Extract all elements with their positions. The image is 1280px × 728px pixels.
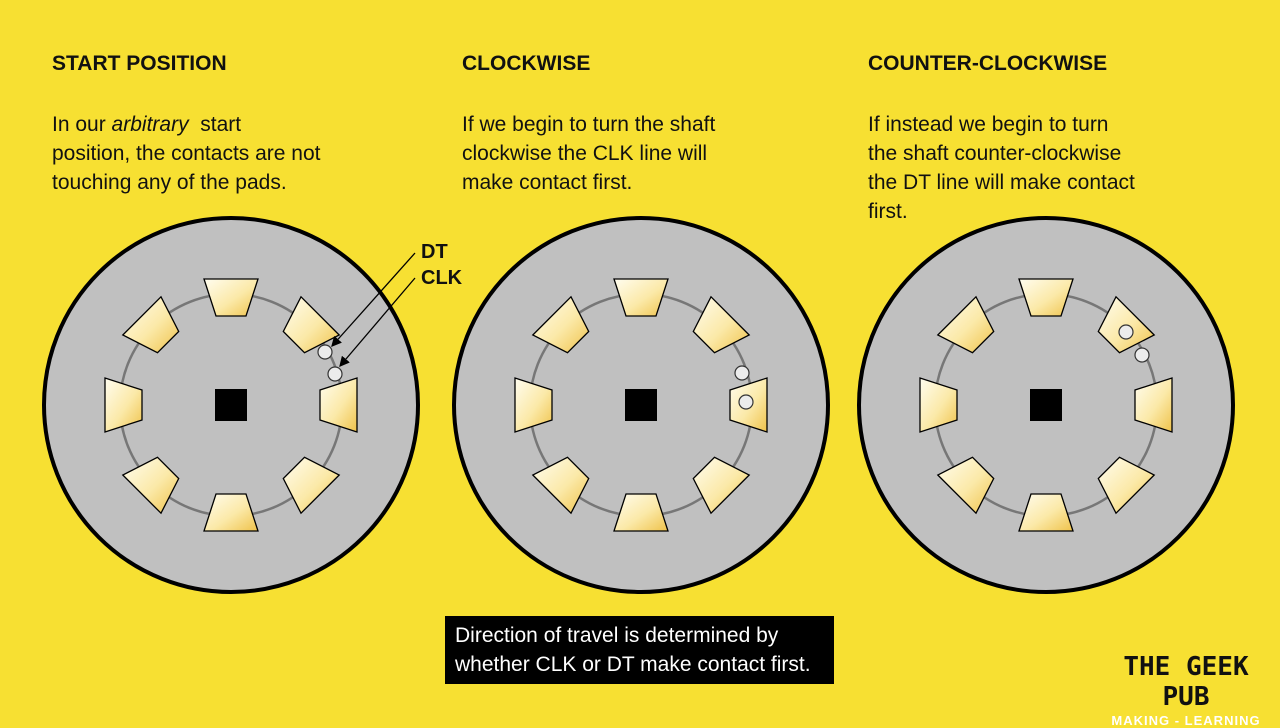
contact-pad: [531, 456, 590, 515]
brand-name: THE GEEK PUB: [1123, 652, 1249, 712]
dt-label: DT: [421, 241, 448, 263]
shaft-square: [215, 389, 247, 421]
text-span: In our: [52, 113, 112, 136]
note-line-1: Direction of travel is determined by: [455, 624, 779, 647]
contact-pad: [692, 295, 751, 354]
clk-contact: [1134, 347, 1150, 363]
contact-pad: [1018, 493, 1074, 532]
dt-contact: [1118, 324, 1134, 340]
contact-pad: [613, 493, 669, 532]
disc-start: [42, 216, 420, 594]
clk-contact: [738, 394, 754, 410]
contact-pad: [121, 456, 180, 515]
contact-pad: [1018, 278, 1074, 317]
text-line: touching any of the pads.: [52, 171, 287, 194]
text-line: make contact first.: [462, 171, 633, 194]
contact-pad: [936, 456, 995, 515]
brand-tagline: MAKING - LEARNING: [1111, 713, 1261, 728]
contact-pad: [282, 295, 341, 354]
contact-pad: [1097, 456, 1156, 515]
contact-pad: [531, 295, 590, 354]
contact-pad: [203, 493, 259, 532]
start-position-description: In our arbitrary start position, the con…: [52, 110, 382, 197]
dt-arrow: [331, 252, 416, 347]
contact-pad: [121, 295, 180, 354]
clk-arrow: [339, 277, 416, 367]
contact-pad: [936, 295, 995, 354]
contact-pad: [203, 278, 259, 317]
text-span: start: [188, 113, 242, 136]
direction-note: Direction of travel is determined by whe…: [445, 616, 834, 684]
text-line: In our arbitrary start: [52, 110, 382, 139]
text-line: the shaft counter-clockwise: [868, 142, 1122, 165]
clk-label: CLK: [421, 267, 463, 289]
note-line-2: whether CLK or DT make contact first.: [455, 653, 811, 676]
shaft-square: [625, 389, 657, 421]
brand-logo: THE GEEK PUB MAKING - LEARNING: [1110, 652, 1262, 728]
heading-counter-clockwise: COUNTER-CLOCKWISE: [868, 52, 1108, 75]
shaft-square: [1030, 389, 1062, 421]
contact-pad: [282, 456, 341, 515]
contact-pad: [104, 377, 143, 433]
contact-pad: [1134, 377, 1173, 433]
clk-contact: [327, 366, 343, 382]
contact-pad: [692, 456, 751, 515]
text-line: If instead we begin to turn: [868, 113, 1109, 136]
text-line: position, the contacts are not: [52, 142, 321, 165]
counter-clockwise-description: If instead we begin to turn the shaft co…: [868, 110, 1198, 226]
contact-pad: [613, 278, 669, 317]
disc-counter-clockwise: [857, 216, 1235, 594]
text-line: the DT line will make contact: [868, 171, 1135, 194]
text-line: clockwise the CLK line will: [462, 142, 708, 165]
text-span-italic: arbitrary: [111, 113, 189, 136]
text-line: If we begin to turn the shaft: [462, 113, 716, 136]
contact-pad: [919, 377, 958, 433]
dt-contact: [317, 344, 333, 360]
contact-pad: [514, 377, 553, 433]
contact-pad: [319, 377, 358, 433]
dt-contact: [734, 365, 750, 381]
text-line: first.: [868, 200, 908, 223]
clockwise-description: If we begin to turn the shaft clockwise …: [462, 110, 792, 197]
disc-clockwise: [452, 216, 830, 594]
heading-start-position: START POSITION: [52, 52, 227, 75]
heading-clockwise: CLOCKWISE: [462, 52, 591, 75]
